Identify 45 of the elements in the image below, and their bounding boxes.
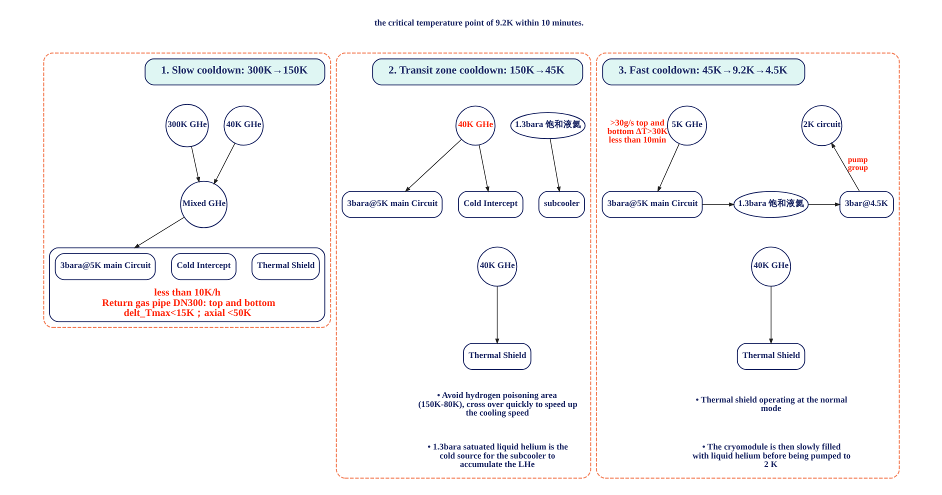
node-circle: Mixed GHe — [180, 180, 227, 228]
node-box: 3bara@5K main Circuit — [601, 191, 702, 218]
cluster — [595, 52, 900, 479]
node-box: 1. Slow cooldown: 300K→150K — [144, 58, 325, 86]
arrow — [133, 216, 184, 248]
node-ellipse: 1.3bara 饱和液氦 — [510, 112, 586, 140]
node-circle: 2K circuit — [800, 105, 842, 146]
node-circle: 40K GHe — [454, 106, 496, 146]
label: • Avoid hydrogen poisoning area (150K-80K), cross over quickly to speed up the cooling speed — [418, 390, 577, 418]
node-box: 3bara@5K main Circuit — [54, 253, 156, 280]
arrow — [404, 139, 462, 192]
arrow — [656, 143, 680, 192]
node-box: 3bara@5K main Circuit — [341, 191, 442, 218]
label: • Thermal shield operating at the normal mode — [695, 394, 847, 414]
node-circle: 300K GHe — [164, 104, 208, 148]
node-circle: 40K GHe — [223, 106, 264, 146]
arrow — [807, 202, 840, 207]
label: the critical temperature point of 9.2K within 10 minutes. — [374, 18, 584, 28]
node-circle: 40K GHe — [750, 246, 791, 287]
node-box: Cold Intercept — [170, 253, 236, 280]
arrow — [478, 144, 489, 192]
node-box: 3bar@4.5K — [838, 191, 894, 218]
node-box: Thermal Shield — [736, 342, 805, 370]
node-box: Thermal Shield — [251, 253, 320, 280]
edge-label: pump group — [847, 154, 868, 172]
arrow — [768, 286, 773, 344]
cluster — [335, 52, 591, 479]
node-box: 3. Fast cooldown: 45K→9.2K→4.5K — [602, 58, 805, 86]
arrow — [494, 286, 499, 344]
node-circle: 5K GHe — [666, 106, 707, 146]
arrow — [190, 146, 200, 183]
arrow — [213, 142, 235, 185]
node-box: subcooler — [538, 191, 584, 218]
label: • The cryomodule is then slowly filled with liquid helium before being pumped to 2 K — [692, 442, 850, 470]
arrow — [549, 138, 560, 192]
cluster — [42, 52, 331, 328]
node-box: Thermal Shield — [462, 342, 531, 370]
arrow — [830, 142, 860, 192]
node-label: >30g/s top and bottom ΔT>30K less than 10min — [606, 117, 668, 145]
node-box: Cold Intercept — [457, 191, 523, 218]
label: • 1.3bara satuated liquid helium is the cold source for the subcooler to accumulate the LHe — [427, 442, 568, 470]
node-box: 2. Transit zone cooldown: 150K→45K — [372, 58, 583, 86]
node-circle: 40K GHe — [476, 246, 517, 287]
arrow — [702, 202, 734, 207]
node-ellipse: 1.3bara 饱和液氦 — [732, 191, 808, 218]
